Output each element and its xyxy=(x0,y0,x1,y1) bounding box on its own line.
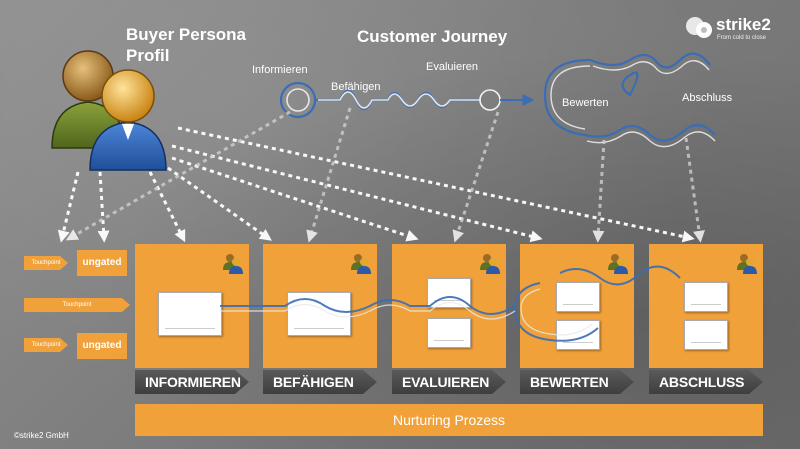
stage-label-evaluieren: EVALUIEREN xyxy=(392,370,506,394)
brand-logo: strike2 From cold to close xyxy=(684,14,796,48)
copyright: ©strike2 GmbH xyxy=(14,431,69,440)
journey-loops xyxy=(543,52,716,148)
journey-title: Customer Journey xyxy=(357,27,508,46)
brand-tagline: From cold to close xyxy=(717,35,767,41)
brand-name: strike2 xyxy=(716,15,771,34)
mini-persona-icon xyxy=(223,254,243,274)
content-card xyxy=(684,320,728,350)
mini-persona-icon xyxy=(480,254,500,274)
stage-label-befaehigen: BEFÄHIGEN xyxy=(263,370,377,394)
brand-bubble-icon xyxy=(686,17,712,38)
ungated-box-2: ungated xyxy=(77,333,127,359)
content-card xyxy=(684,282,728,312)
journey-path xyxy=(279,81,535,119)
persona-icon xyxy=(51,50,167,171)
ungated-box-1: ungated xyxy=(77,250,127,276)
journey-label-bewerten: Bewerten xyxy=(562,97,609,109)
content-card xyxy=(427,318,471,348)
persona-title-line2: Profil xyxy=(126,46,170,65)
stage-label-abschluss: ABSCHLUSS xyxy=(649,370,763,394)
journey-label-informieren: Informieren xyxy=(252,64,308,76)
journey-label-evaluieren: Evaluieren xyxy=(426,61,478,73)
mini-persona-icon xyxy=(737,254,757,274)
journey-label-abschluss: Abschluss xyxy=(682,92,733,104)
persona-title: Buyer Persona Profil xyxy=(126,24,246,66)
touchpoint-arrow-1: Touchpoint xyxy=(24,256,68,270)
mini-persona-icon xyxy=(351,254,371,274)
content-card xyxy=(158,292,222,336)
stage-journey-overlay xyxy=(220,265,681,342)
mini-persona-icon xyxy=(608,254,628,274)
stage-label-bewerten: BEWERTEN xyxy=(520,370,634,394)
content-card xyxy=(556,282,600,312)
persona-title-line1: Buyer Persona xyxy=(126,25,246,44)
stage-label-informieren: INFORMIEREN xyxy=(135,370,249,394)
touchpoint-arrow-2: Touchpoint xyxy=(24,338,68,352)
journey-label-befaehigen: Befähigen xyxy=(331,81,381,93)
touchpoint-arrow-middle: Touchpoint xyxy=(24,298,130,312)
nurturing-bar: Nurturing Prozess xyxy=(135,404,763,436)
